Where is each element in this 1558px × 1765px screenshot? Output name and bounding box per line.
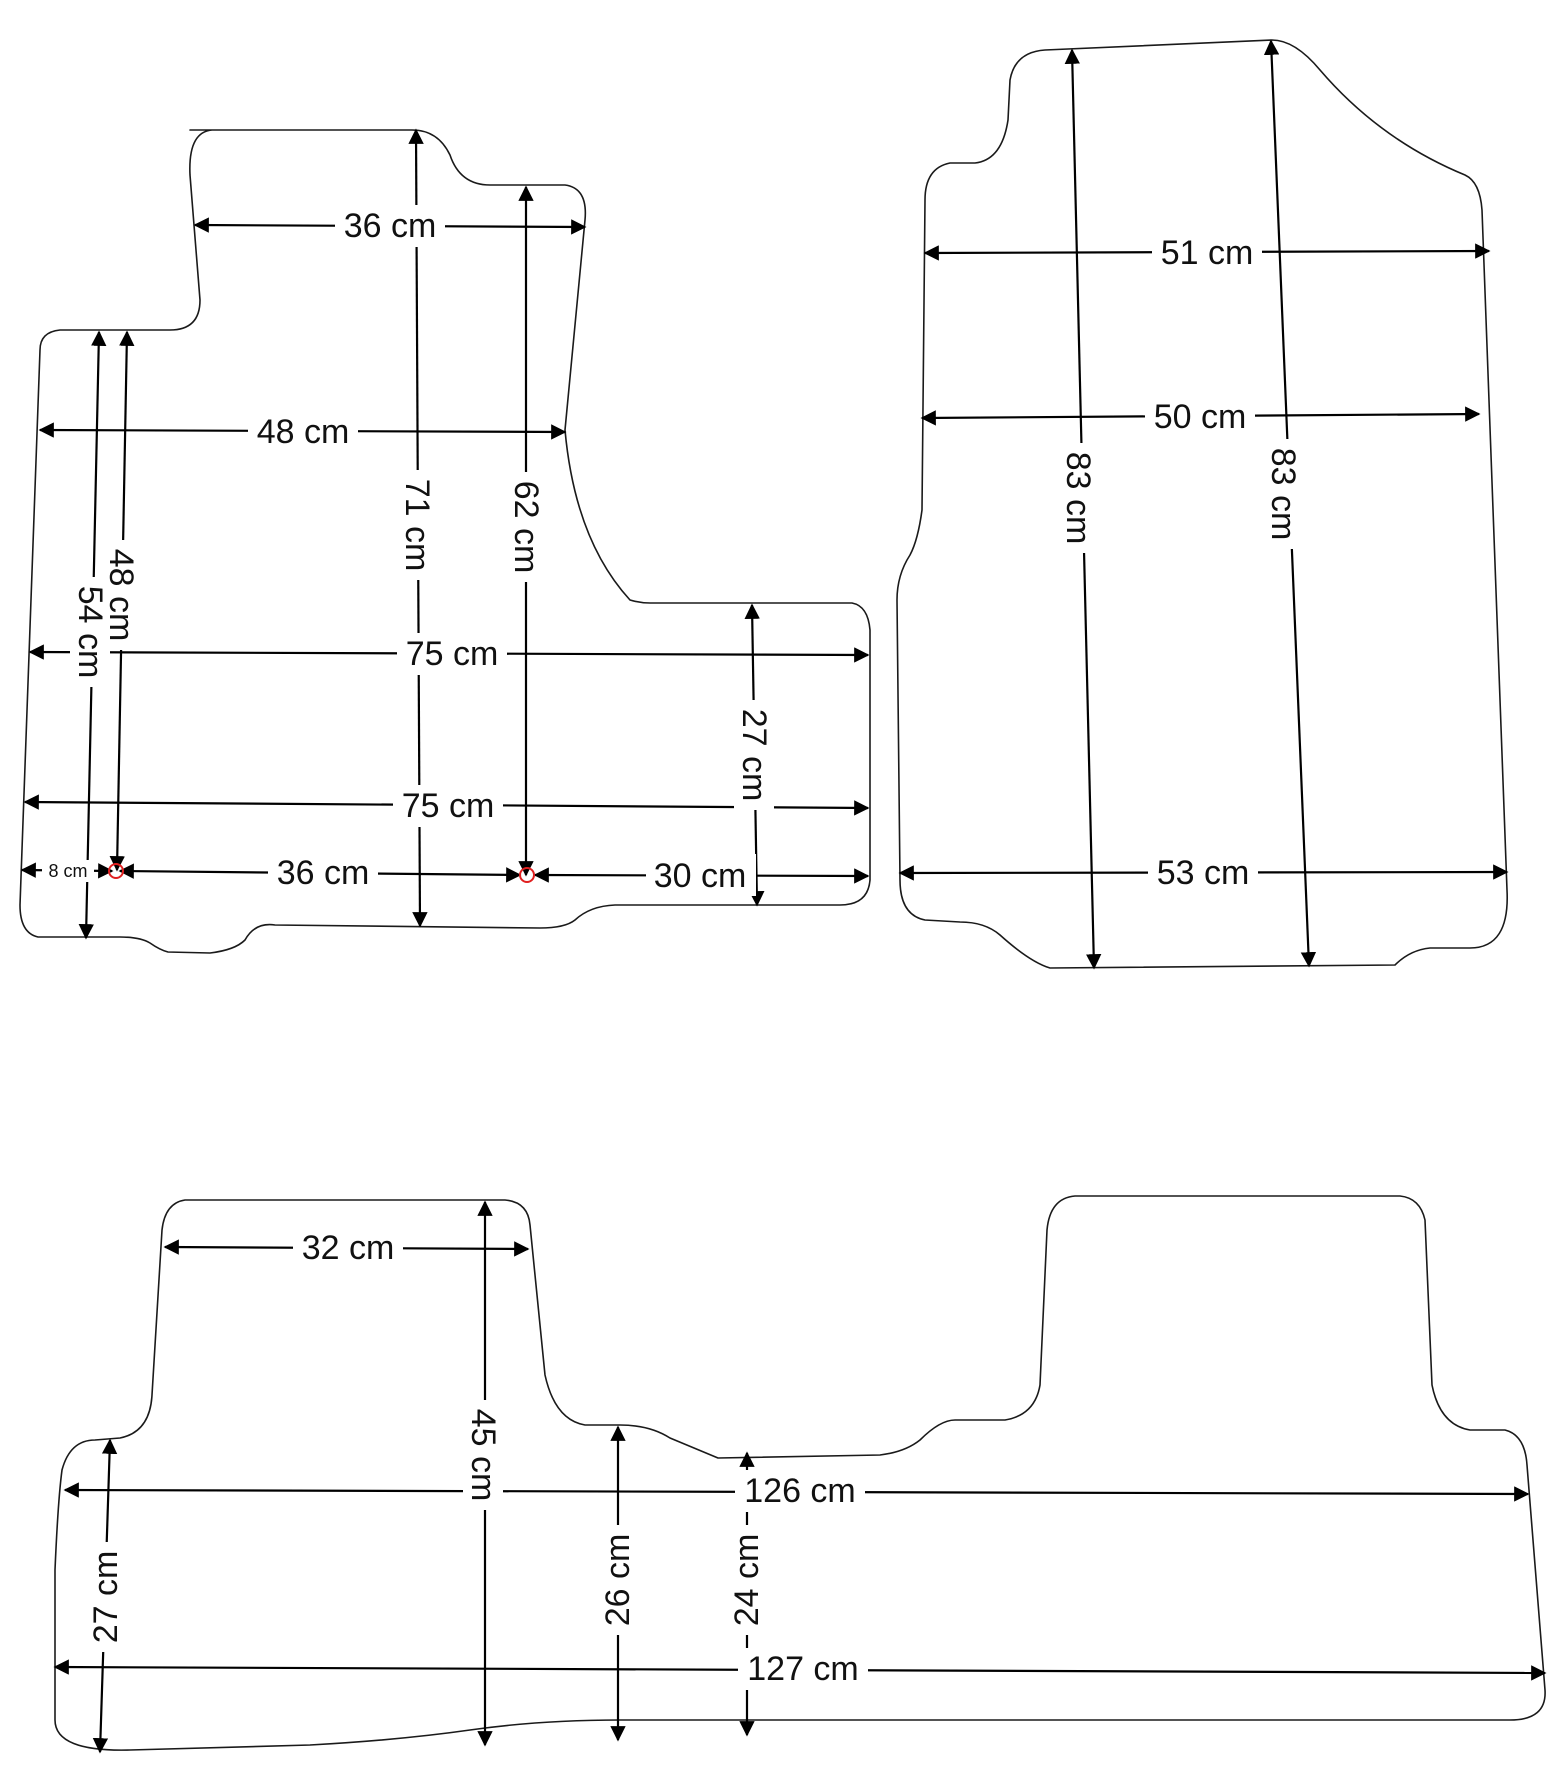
fl-inner-height-label: 62 cm bbox=[507, 481, 545, 574]
fl-mid-width-label: 75 cm bbox=[406, 635, 499, 673]
rear-tab-height-label: 45 cm bbox=[464, 1409, 502, 1502]
fl-left-outer-height-label: 54 cm bbox=[71, 586, 109, 679]
rear-mid-height-a-label: 26 cm bbox=[599, 1534, 637, 1627]
rear-upper-width-label: 126 cm bbox=[744, 1472, 856, 1510]
front-right-mat: 51 cm 50 cm 53 cm 83 cm 83 cm bbox=[896, 39, 1509, 970]
fl-bottom-right-label: 30 cm bbox=[654, 857, 747, 895]
fr-left-height-label: 83 cm bbox=[1059, 452, 1097, 545]
fl-lower-width-label: 75 cm bbox=[402, 787, 495, 825]
rear-top-width-label: 32 cm bbox=[302, 1229, 395, 1267]
fl-center-height-label: 71 cm bbox=[398, 479, 436, 572]
fr-mid-width-label: 50 cm bbox=[1154, 398, 1247, 436]
rear-left-height-label: 27 cm bbox=[87, 1551, 125, 1644]
rear-mat: 32 cm 126 cm 127 cm 45 cm 27 cm 26 cm 24… bbox=[53, 1195, 1547, 1754]
rear-lower-width-label: 127 cm bbox=[747, 1650, 859, 1688]
rear-mat-outline bbox=[54, 1195, 1546, 1751]
fr-top-width-label: 51 cm bbox=[1161, 234, 1254, 272]
fr-right-height-label: 83 cm bbox=[1264, 448, 1302, 541]
fl-step-height-label: 27 cm bbox=[735, 709, 773, 802]
fr-bottom-width-label: 53 cm bbox=[1157, 854, 1250, 892]
fl-marker-left bbox=[108, 863, 124, 879]
front-left-mat-outline bbox=[19, 129, 871, 954]
fl-upper-width-label: 48 cm bbox=[257, 413, 350, 451]
fl-marker-right bbox=[519, 867, 535, 883]
front-right-mat-outline bbox=[896, 39, 1508, 969]
fl-bottom-mid-label: 36 cm bbox=[277, 854, 370, 892]
front-left-mat: 36 cm 48 cm 75 cm 75 cm 36 cm 30 cm 8 cm… bbox=[19, 128, 871, 954]
fl-bottom-small-label: 8 cm bbox=[48, 861, 87, 881]
fl-top-width-label: 36 cm bbox=[344, 207, 437, 245]
fl-left-inner-height-label: 48 cm bbox=[102, 549, 140, 642]
rear-mid-height-b-label: 24 cm bbox=[728, 1534, 766, 1627]
